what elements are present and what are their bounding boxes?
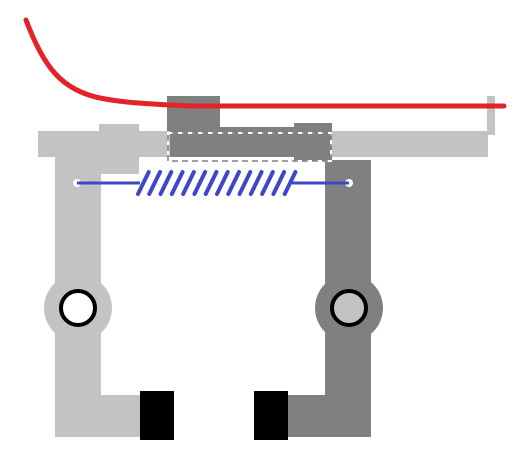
cable-clamp [167,96,220,131]
spring-coil-turn [203,170,219,196]
spring-coil-turn [181,170,196,196]
spring-coil-turn [158,170,174,196]
return-spring-coil [136,170,298,196]
spring-coil-turn [237,170,253,196]
brake-cable [23,17,507,109]
spring-coil-turn [248,170,264,196]
slider-rod [170,127,332,157]
left-brake-pad [140,391,174,440]
spring-coil-turn [147,170,163,196]
slider-hidden-outline-inner [167,132,332,162]
spring-coil-turn [136,170,151,196]
left-pivot-ring [59,289,97,327]
left-upper-block [99,124,139,174]
spring-coil-turn [271,170,287,196]
spring-coil-turn [260,170,275,196]
bar-end-tab [487,96,495,135]
spring-coil-turn [226,170,242,196]
spring-coil-turn [169,170,185,196]
right-pivot-ring [330,289,368,327]
spring-coil-turn [215,170,230,196]
spring-coil-turn [282,170,298,196]
spring-coil-turn [192,170,208,196]
right-brake-pad [254,391,288,440]
slider-hidden-outline [167,132,332,162]
